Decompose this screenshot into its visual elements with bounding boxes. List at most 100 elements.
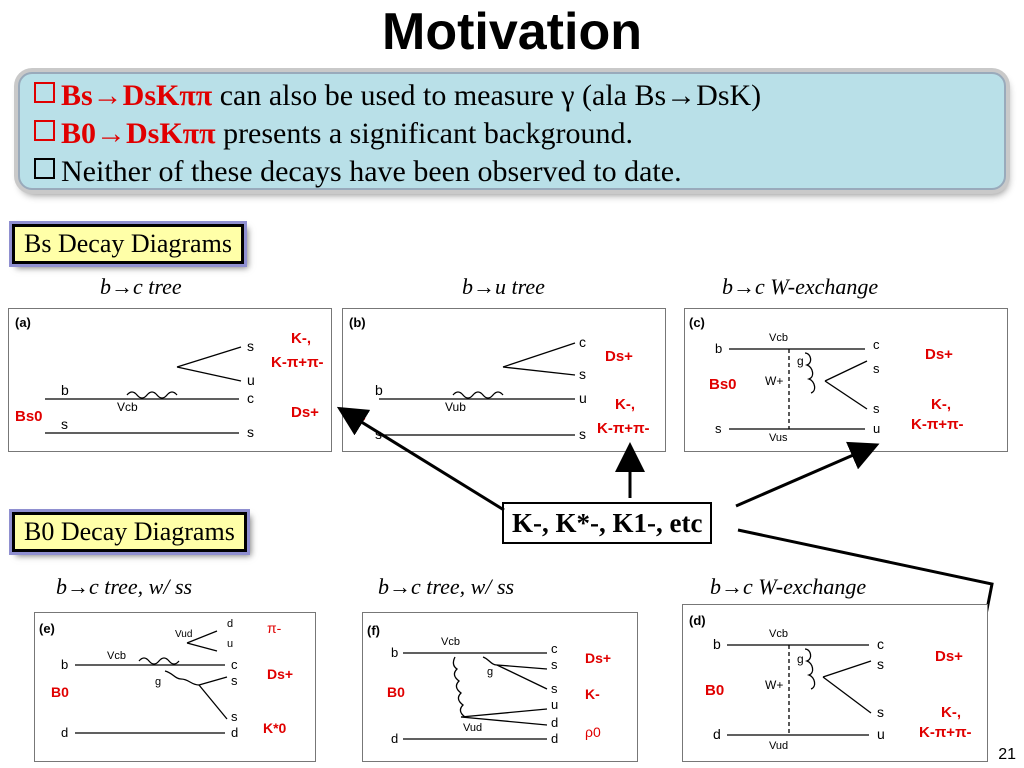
quark-label: c [873, 337, 880, 352]
quark-label: b [391, 645, 398, 660]
bullet-3: Neither of these decays have been observ… [34, 154, 682, 190]
quark-label: s [231, 709, 238, 724]
quark-label: c [551, 641, 558, 656]
quark-label: u [227, 638, 233, 650]
product-label: ρ0 [585, 724, 601, 740]
quark-label: s [873, 361, 880, 376]
checkbox-icon [34, 158, 55, 179]
product-label: K-, [291, 330, 311, 347]
feynman-diagram-f: (f) b c s s u d d d B0 Vcb g Vud Ds+ K- … [367, 623, 611, 746]
quark-label: b [715, 341, 722, 356]
quark-label: s [877, 704, 884, 720]
vertex-label: Vcb [107, 650, 126, 662]
arrow-to-diagram-c [735, 441, 880, 508]
slide-title: Motivation [382, 3, 642, 61]
caption-e: b→c tree, w/ ss [56, 574, 193, 599]
quark-label: s [247, 338, 254, 354]
feynman-diagram-d: (d) b c s s u d B0 Vcb W+ g Vud Ds+ K-, … [689, 613, 972, 752]
quark-label: c [579, 334, 586, 350]
vertex-label: Vcb [117, 400, 138, 414]
product-label: K-π+π- [271, 354, 324, 371]
diagram-e: (e) d u b c s s d d B0 Vud Vcb g π- Ds+ … [34, 612, 316, 762]
quark-label: s [231, 673, 238, 688]
quark-label: u [247, 372, 255, 388]
caption-c: b→c W-exchange [722, 274, 879, 299]
bullet-2-text: presents a significant background. [223, 117, 633, 150]
diagram-f: (f) b c s s u d d d B0 Vcb g Vud Ds+ K- … [362, 612, 638, 762]
bullet-1: Bs→DsKππ can also be used to measure γ (… [34, 78, 761, 114]
product-label: Ds+ [925, 346, 953, 363]
diagram-tag: (a) [15, 315, 31, 330]
quark-label: d [231, 725, 238, 740]
caption-a: b→c tree [100, 274, 182, 299]
product-label: K-, [931, 396, 951, 413]
quark-label: b [61, 657, 68, 672]
product-label: Ds+ [585, 650, 611, 666]
bullet-2-decay: B0→DsKππ [61, 117, 216, 150]
vertex-label: Vud [769, 740, 788, 752]
bs-section-label: Bs Decay Diagrams [12, 224, 244, 264]
vertex-label: Vcb [769, 332, 788, 344]
quark-label: s [61, 416, 68, 432]
diagram-c: (c) b c s s u s Bs0 Vcb W+ g Vus Ds+ K-,… [684, 308, 1008, 452]
caption-d: b→c W-exchange [710, 574, 867, 599]
vertex-label: Vud [463, 722, 482, 734]
diagram-tag: (f) [367, 623, 380, 638]
vertex-label: W+ [765, 678, 783, 692]
quark-label: c [877, 636, 884, 652]
quark-label: d [551, 731, 558, 746]
quark-label: u [873, 421, 880, 436]
quark-label: s [579, 426, 586, 442]
diagram-tag: (e) [39, 621, 55, 636]
caption-f: b→c tree, w/ ss [378, 574, 515, 599]
vertex-label: g [487, 666, 493, 678]
product-label: K*0 [263, 720, 287, 736]
product-label: K-, [941, 704, 961, 721]
bullet-3-text: Neither of these decays have been observ… [61, 155, 682, 188]
quark-label: b [61, 382, 69, 398]
checkbox-icon [34, 82, 55, 103]
feynman-diagram-a: (a) s u b c s s Bs0 Vcb K-, K-π+π- Ds+ [15, 315, 324, 440]
vertex-label: g [797, 354, 804, 368]
quark-label: s [579, 366, 586, 382]
quark-label: s [551, 657, 558, 672]
meson-label: B0 [387, 684, 405, 700]
diagram-d: (d) b c s s u d B0 Vcb W+ g Vud Ds+ K-, … [682, 604, 988, 762]
meson-label: Bs0 [709, 376, 737, 393]
product-label: Ds+ [291, 404, 319, 421]
arrow-to-diagram-a [336, 406, 505, 512]
caption-b: b→u tree [462, 274, 545, 299]
quark-label: d [391, 731, 398, 746]
quark-label: s [873, 401, 880, 416]
quark-label: s [877, 656, 884, 672]
vertex-label: g [155, 676, 161, 688]
product-label: K- [585, 686, 600, 702]
quark-label: d [227, 618, 233, 630]
product-label: Ds+ [605, 348, 633, 365]
diagram-tag: (d) [689, 613, 706, 628]
feynman-diagram-e: (e) d u b c s s d d B0 Vud Vcb g π- Ds+ … [39, 618, 293, 740]
quark-label: b [375, 382, 383, 398]
quark-label: s [247, 424, 254, 440]
diagram-a: (a) s u b c s s Bs0 Vcb K-, K-π+π- Ds+ [8, 308, 332, 452]
kaon-states-box: K-, K*-, K1-, etc [502, 502, 713, 544]
product-label: K-, [615, 396, 635, 413]
product-label: Ds+ [935, 648, 963, 665]
vertex-label: g [797, 652, 804, 666]
bullet-1-decay: Bs→DsKππ [61, 79, 213, 112]
product-label: π- [267, 620, 282, 636]
vertex-label: W+ [765, 374, 783, 388]
quark-label: c [247, 390, 254, 406]
diagram-tag: (b) [349, 315, 366, 330]
bullet-1-text: can also be used to measure γ (ala Bs→Ds… [219, 79, 762, 112]
quark-label: s [551, 681, 558, 696]
product-label: Ds+ [267, 666, 293, 682]
quark-label: d [551, 715, 558, 730]
feynman-diagram-c: (c) b c s s u s Bs0 Vcb W+ g Vus Ds+ K-,… [689, 315, 964, 444]
vertex-label: Vub [445, 400, 466, 414]
meson-label: Bs0 [15, 408, 43, 425]
page-number: 21 [998, 746, 1016, 763]
vertex-label: Vcb [441, 636, 460, 648]
quark-label: d [61, 725, 68, 740]
quark-label: b [713, 636, 721, 652]
